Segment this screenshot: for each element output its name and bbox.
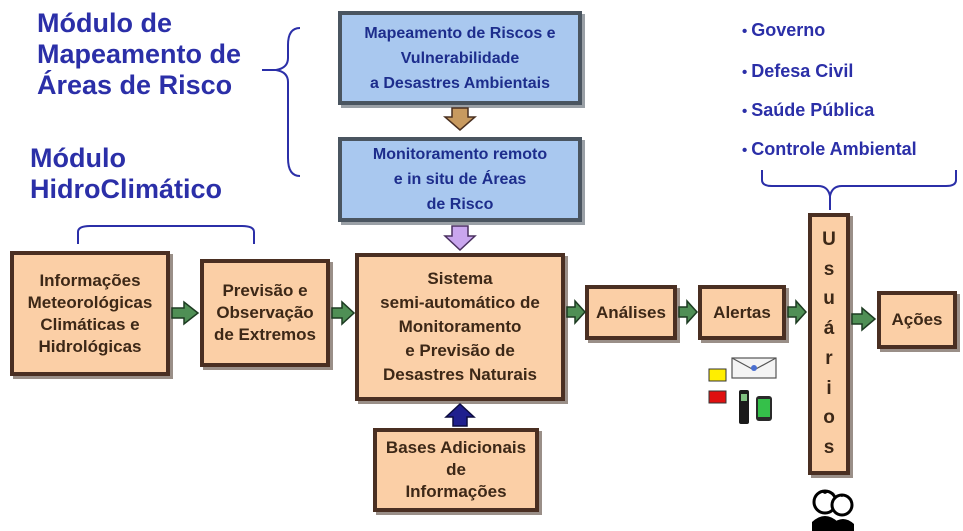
mapping-module-bracket: [275, 27, 301, 177]
forecast-box: Previsão e Observação de Extremos: [200, 259, 330, 367]
user-group-item: •Saúde Pública: [742, 100, 874, 121]
box-text: Vulnerabilidade: [400, 49, 520, 67]
box-text: de: [446, 460, 466, 479]
box-text: de Extremos: [213, 325, 317, 344]
bullet-icon: •: [742, 103, 748, 120]
user-group-item: •Governo: [742, 20, 825, 41]
box-text: Hidrológicas: [38, 336, 142, 356]
box-text: de Risco: [426, 196, 494, 213]
yellow-alert-icon: [708, 368, 727, 382]
bullet-icon: •: [742, 23, 748, 40]
box-text: e Previsão de: [405, 341, 515, 360]
users-letter: s: [823, 258, 835, 280]
user-group-label: Controle Ambiental: [751, 139, 917, 159]
users-letter: s: [823, 437, 835, 459]
analyses-box: Análises: [585, 285, 677, 340]
right-arrow: [851, 306, 877, 332]
remote-monitoring-box: Monitoramento remoto e in situ de Áreas …: [338, 137, 582, 222]
information-box: Informações Meteorológicas Climáticas e …: [10, 251, 170, 376]
smartphone-icon: [756, 396, 772, 421]
bullet-icon: •: [742, 142, 748, 159]
box-text: Análises: [596, 302, 666, 322]
user-group-item: •Defesa Civil: [742, 61, 853, 82]
box-text: Previsão e: [222, 281, 308, 300]
alerts-box: Alertas: [698, 285, 786, 340]
users-icon: [812, 489, 854, 531]
risk-mapping-box: Mapeamento de Riscos e Vulnerabilidade a…: [338, 11, 582, 105]
users-column: U s u á r i o s: [808, 213, 850, 475]
title-line: Módulo de: [37, 8, 172, 38]
mapping-module-title: Módulo de Mapeamento de Áreas de Risco: [37, 8, 241, 101]
right-arrow: [171, 300, 200, 326]
box-text: Observação: [216, 303, 314, 322]
box-text: Desastres Naturais: [382, 365, 538, 384]
box-text: Informações: [39, 270, 141, 290]
envelope-icon: [731, 357, 777, 379]
right-arrow: [566, 299, 587, 325]
users-letter: u: [823, 288, 835, 310]
box-text: Alertas: [713, 302, 771, 322]
down-arrow: [442, 107, 478, 131]
box-text: Mapeamento de Riscos e: [364, 24, 556, 42]
box-text: Meteorológicas: [27, 292, 153, 312]
system-box: Sistema semi-automático de Monitoramento…: [355, 253, 565, 401]
users-letter: o: [823, 407, 835, 429]
right-arrow: [787, 299, 808, 325]
down-arrow: [443, 225, 477, 252]
box-text: Monitoramento: [398, 317, 522, 336]
hydro-module-title: Módulo HidroClimático: [30, 143, 222, 205]
box-text: semi-automático de: [380, 293, 540, 312]
users-letter: r: [825, 347, 833, 369]
mobile-phone-icon: [739, 390, 749, 424]
users-letter: U: [822, 228, 836, 250]
title-line: Módulo: [30, 143, 126, 173]
user-group-label: Defesa Civil: [751, 61, 854, 81]
actions-box: Ações: [877, 291, 957, 349]
bullet-icon: •: [742, 64, 748, 81]
user-group-label: Saúde Pública: [751, 100, 875, 120]
users-letter: á: [823, 318, 835, 340]
user-groups-bracket: [761, 170, 957, 197]
box-text: a Desastres Ambientais: [370, 74, 550, 92]
box-text: e in situ de Áreas: [393, 171, 527, 188]
flow-arrows: [171, 299, 877, 332]
box-text: Bases Adicionais: [385, 438, 527, 457]
box-text: Monitoramento remoto: [372, 146, 548, 163]
right-arrow: [331, 300, 356, 326]
title-line: Áreas de Risco: [37, 70, 233, 100]
user-group-label: Governo: [751, 20, 826, 40]
user-group-item: •Controle Ambiental: [742, 139, 917, 160]
box-text: Sistema: [427, 269, 493, 288]
right-arrow: [678, 299, 699, 325]
box-text: Ações: [891, 310, 943, 329]
title-line: HidroClimático: [30, 174, 223, 204]
box-text: Climáticas e: [40, 314, 140, 334]
hydro-module-bracket: [77, 225, 255, 244]
extra-bases-box: Bases Adicionais de Informações: [373, 428, 539, 512]
users-letter: i: [826, 377, 832, 399]
title-line: Mapeamento de: [37, 39, 242, 69]
up-arrow: [444, 402, 476, 427]
box-text: Informações: [405, 482, 507, 501]
red-alert-icon: [708, 390, 727, 404]
